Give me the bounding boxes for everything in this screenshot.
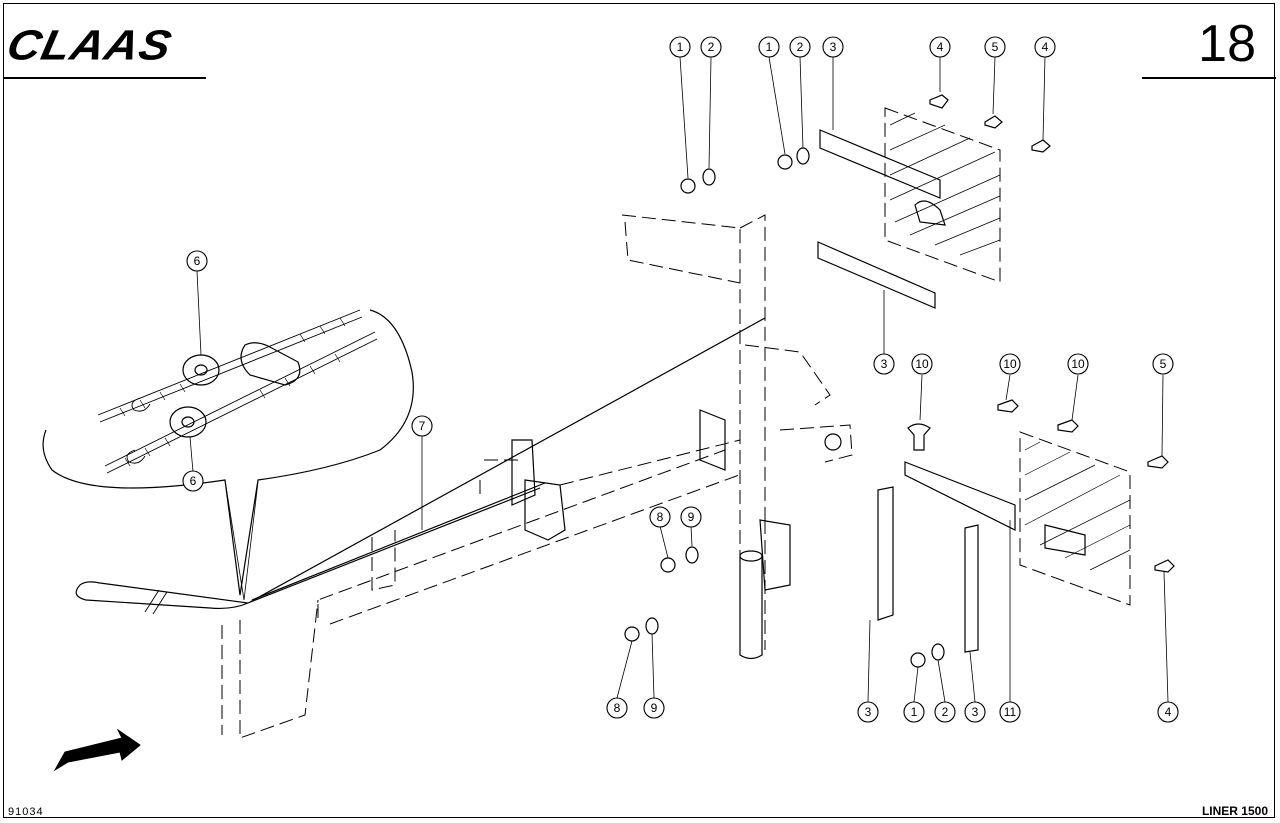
drawing-code: 91034 [8,806,44,818]
callout-4: 4 [1034,36,1056,58]
svg-text:9: 9 [688,510,695,524]
svg-text:3: 3 [865,705,872,719]
callout-10: 10 [999,353,1021,375]
model-name: LINER 1500 [1201,804,1268,818]
svg-text:3: 3 [972,705,979,719]
main-beam [221,439,743,739]
direction-arrow [53,728,141,772]
callout-5: 5 [984,36,1006,58]
callout-9: 9 [643,697,665,719]
header-rule-right [1142,77,1276,79]
svg-text:2: 2 [942,705,949,719]
page-border [3,3,1275,818]
callout-leaders [189,56,1169,703]
svg-text:11: 11 [1004,705,1017,719]
callout-8: 8 [606,697,628,719]
svg-text:8: 8 [614,701,621,715]
svg-text:3: 3 [881,357,888,371]
callout-8: 8 [649,506,671,528]
callout-11: 11 [999,701,1021,723]
callout-4: 4 [929,36,951,58]
lever-handle [75,317,766,615]
header-rule-left [3,77,206,79]
callout-1: 1 [903,701,925,723]
lower-plate-assembly [877,431,1131,653]
svg-text:4: 4 [1042,40,1049,54]
svg-text:5: 5 [992,40,999,54]
callout-3: 3 [857,701,879,723]
svg-text:1: 1 [766,40,773,54]
callout-6: 6 [182,470,204,492]
callout-6: 6 [186,250,208,272]
svg-text:6: 6 [194,254,201,268]
svg-text:10: 10 [915,357,929,371]
upright-column [621,214,853,660]
callout-10: 10 [911,353,933,375]
upper-plate-assembly [817,107,1001,309]
svg-text:2: 2 [708,40,715,54]
callout-1: 1 [669,36,691,58]
svg-text:4: 4 [1165,705,1172,719]
callout-7: 7 [411,415,433,437]
svg-text:10: 10 [1071,357,1085,371]
rope-detail [97,309,378,474]
page-number: 18 [1198,15,1256,73]
callout-2: 2 [934,701,956,723]
callout-4: 4 [1157,701,1179,723]
callout-3: 3 [822,36,844,58]
svg-text:7: 7 [419,419,426,433]
callout-5: 5 [1152,353,1174,375]
svg-text:6: 6 [190,474,197,488]
callout-10: 10 [1067,353,1089,375]
svg-text:9: 9 [651,701,658,715]
svg-text:1: 1 [911,705,918,719]
callout-3: 3 [964,701,986,723]
callout-2: 2 [700,36,722,58]
svg-text:4: 4 [937,40,944,54]
callout-9: 9 [680,506,702,528]
svg-text:2: 2 [797,40,804,54]
detail-bubble-outline [42,309,414,596]
svg-text:8: 8 [657,510,664,524]
callout-3: 3 [873,353,895,375]
svg-text:10: 10 [1003,357,1017,371]
callout-2: 2 [789,36,811,58]
svg-text:5: 5 [1160,357,1167,371]
callout-1: 1 [758,36,780,58]
svg-text:3: 3 [830,40,837,54]
svg-text:1: 1 [677,40,684,54]
